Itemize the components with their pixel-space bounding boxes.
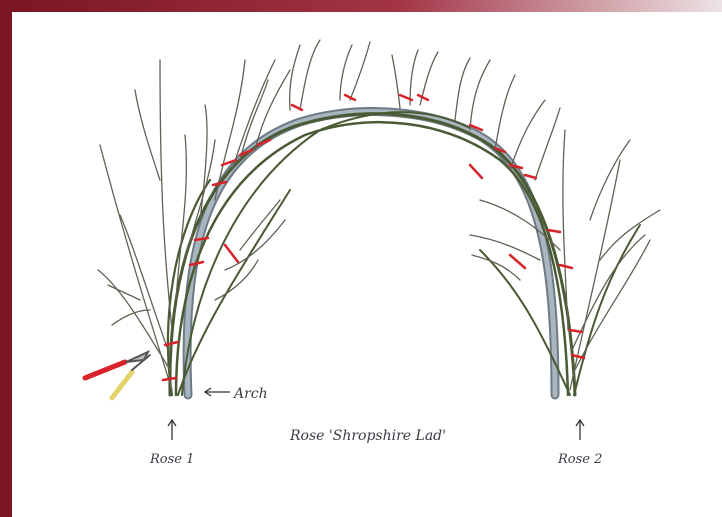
arrow-up-icon-rose2 (576, 420, 584, 440)
secateurs-icon (85, 352, 150, 398)
arrow-left-icon (205, 388, 230, 396)
rose2-branches (392, 50, 660, 390)
diagram-title: Rose 'Shropshire Lad' (289, 428, 446, 444)
rose1-branches (98, 40, 370, 390)
rose2-label: Rose 2 (557, 452, 602, 467)
arrow-up-icon (168, 420, 176, 440)
arch-label: Arch (232, 386, 268, 402)
trained-canes (168, 112, 640, 395)
rose1-label: Rose 1 (149, 452, 194, 467)
